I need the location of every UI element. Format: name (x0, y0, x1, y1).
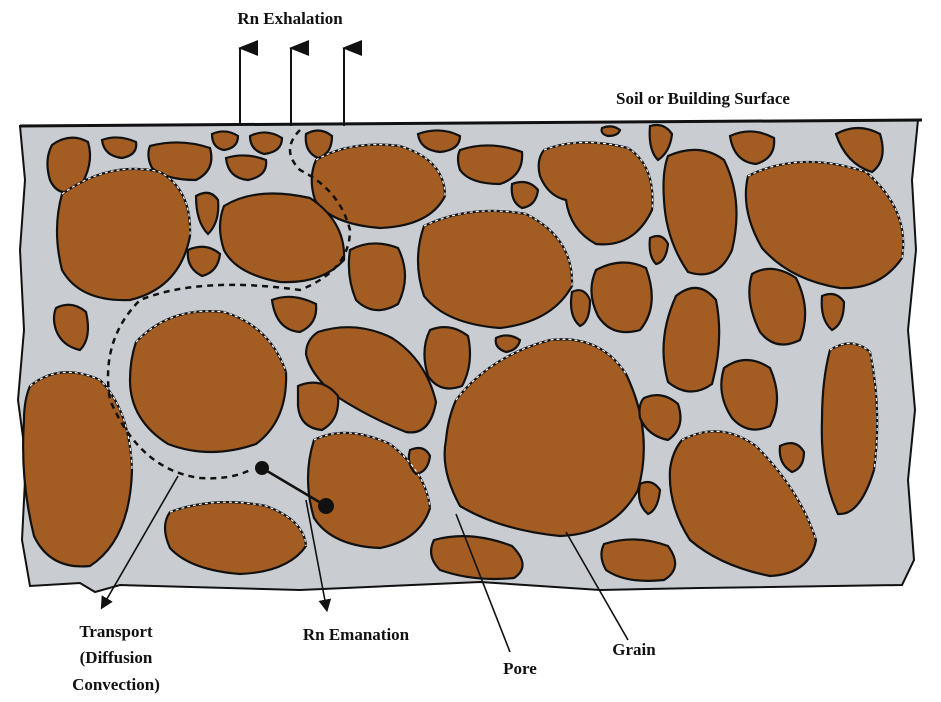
grain (602, 126, 620, 136)
exhalation-label: Rn Exhalation (237, 9, 343, 28)
grain (458, 145, 522, 184)
transport-label-line1: Transport (79, 622, 153, 641)
grain (664, 288, 720, 392)
emanation-label: Rn Emanation (303, 625, 410, 644)
grain (298, 383, 338, 430)
grain-label: Grain (612, 640, 656, 659)
pore-label: Pore (503, 659, 537, 678)
surface-label: Soil or Building Surface (616, 89, 790, 108)
grain (424, 327, 470, 388)
transport-label-line2: (Diffusion (80, 648, 153, 667)
grain (23, 372, 132, 566)
grain (312, 145, 445, 228)
grain (418, 211, 572, 328)
grain (349, 243, 405, 310)
transport-label-line3: Convection) (72, 675, 160, 694)
grain (212, 131, 238, 150)
grain (601, 539, 675, 580)
exhalation-arrows (240, 48, 344, 126)
